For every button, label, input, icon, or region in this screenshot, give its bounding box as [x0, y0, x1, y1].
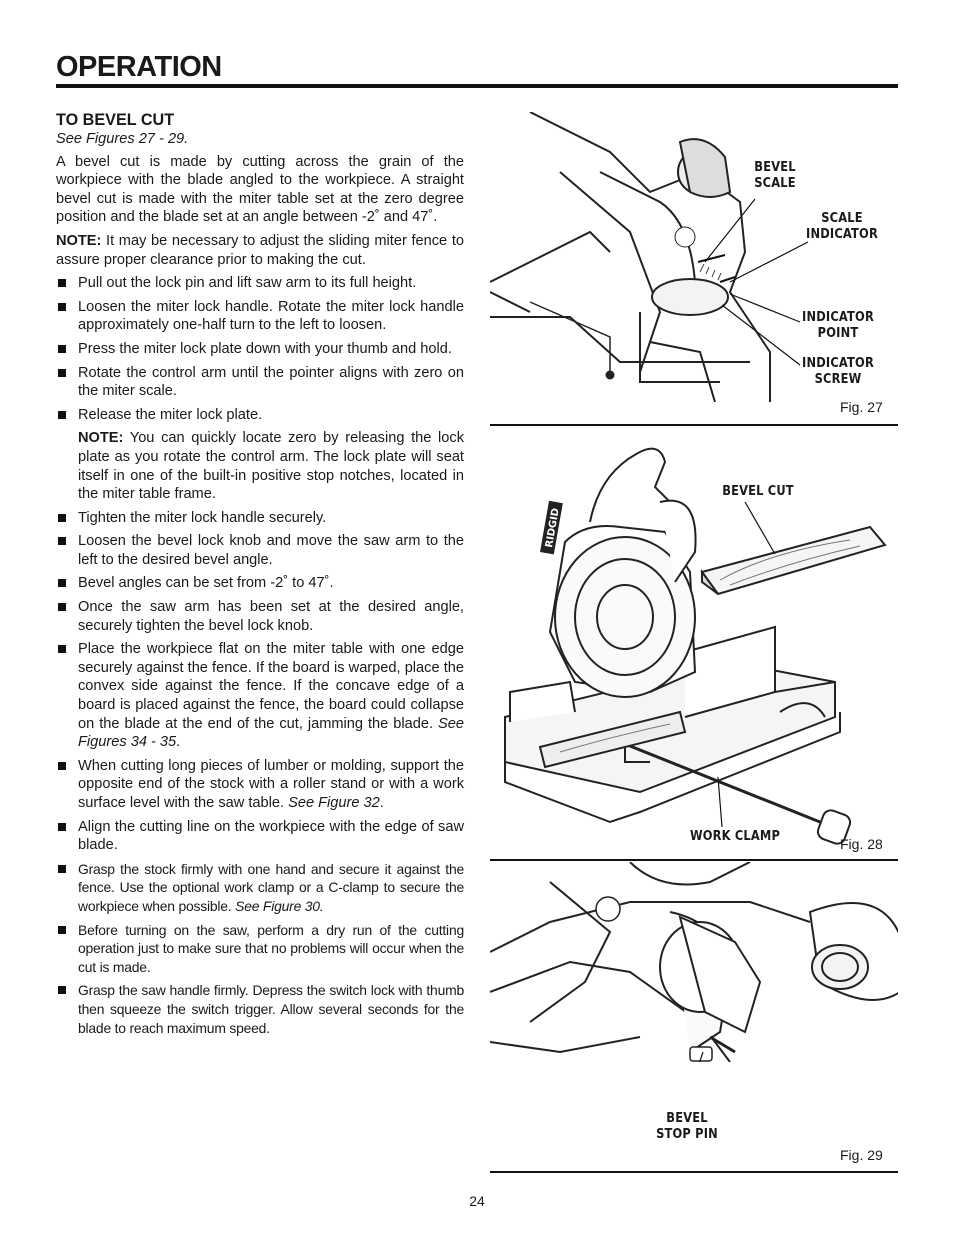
figure-reference: See Figure 32 — [288, 795, 380, 811]
brand-logo-text: RIDGID — [544, 507, 562, 548]
scale-indicator-label: SCALE INDICATOR — [806, 211, 878, 242]
list-item: Loosen the bevel lock knob and move the … — [56, 532, 464, 569]
list-item: Align the cutting line on the workpiece … — [56, 818, 464, 855]
list-item: Pull out the lock pin and lift saw arm t… — [56, 274, 464, 293]
list-item: Grasp the stock firmly with one hand and… — [56, 860, 464, 916]
list-item: Tighten the miter lock handle securely. — [56, 509, 464, 528]
list-item: Press the miter lock plate down with you… — [56, 340, 464, 359]
figure-29-caption: Fig. 29 — [840, 1147, 883, 1163]
figure-divider — [490, 1171, 898, 1173]
steps-list: Pull out the lock pin and lift saw arm t… — [56, 274, 464, 424]
list-item: Grasp the saw handle firmly. Depress the… — [56, 981, 464, 1037]
bevel-stop-pin-label: BEVEL STOP PIN — [656, 1111, 718, 1142]
list-item: Loosen the miter lock handle. Rotate the… — [56, 298, 464, 335]
work-clamp-label: WORK CLAMP — [689, 829, 781, 844]
list-item: When cutting long pieces of lumber or mo… — [56, 757, 464, 813]
list-item-text: When cutting long pieces of lumber or mo… — [78, 757, 464, 811]
bevel-scale-illustration — [490, 112, 809, 402]
note-paragraph: NOTE: It may be necessary to adjust the … — [56, 232, 464, 269]
list-item: Release the miter lock plate. — [56, 406, 464, 425]
indicator-screw-label: INDICATOR SCREW — [802, 356, 874, 387]
section-subtitle: See Figures 27 - 29. — [56, 131, 189, 147]
list-item: Bevel angles can be set from -2˚ to 47˚. — [56, 574, 464, 593]
header-rule — [56, 84, 898, 88]
figure-29 — [490, 862, 898, 1062]
figure-reference: See Figures 34 - 35 — [78, 715, 464, 751]
bevel-cut-label: BEVEL CUT — [722, 484, 794, 499]
note-text: You can quickly locate zero by releasing… — [78, 430, 464, 503]
page-number: 24 — [469, 1193, 485, 1209]
figure-divider — [490, 424, 898, 426]
note-block: NOTE: You can quickly locate zero by rel… — [56, 429, 464, 503]
bevel-scale-label: BEVEL SCALE — [754, 160, 796, 191]
list-item: Before turning on the saw, perform a dry… — [56, 921, 464, 977]
page-header: OPERATION — [56, 50, 898, 88]
figure-27-caption: Fig. 27 — [840, 399, 883, 415]
list-item: Rotate the control arm until the pointer… — [56, 364, 464, 401]
note-label: NOTE: — [56, 232, 102, 249]
indicator-point-label: INDICATOR POINT — [802, 310, 874, 341]
list-item: Once the saw arm has been set at the des… — [56, 598, 464, 635]
bevel-stop-pin-illustration — [490, 862, 898, 1062]
list-item-text: Place the workpiece flat on the miter ta… — [78, 641, 464, 732]
list-item: Place the workpiece flat on the miter ta… — [56, 640, 464, 752]
figure-28-caption: Fig. 28 — [840, 836, 883, 852]
note-text: It may be necessary to adjust the slidin… — [56, 232, 464, 268]
instructions-column: TO BEVEL CUT See Figures 27 - 29. A beve… — [56, 110, 464, 1042]
figure-divider — [490, 859, 898, 861]
intro-paragraph: A bevel cut is made by cutting across th… — [56, 153, 464, 226]
list-item-text: Grasp the stock firmly with one hand and… — [78, 860, 464, 914]
figure-reference: See Figure 30. — [235, 897, 324, 914]
figure-28: RIDGID — [490, 432, 898, 852]
miter-saw-illustration: RIDGID — [504, 447, 887, 845]
note-label: NOTE: — [78, 430, 124, 447]
page-title: OPERATION — [56, 51, 222, 83]
steps-list-continued: Tighten the miter lock handle securely. … — [56, 509, 464, 1037]
section-title: TO BEVEL CUT — [56, 111, 175, 129]
figure-27 — [490, 112, 898, 402]
